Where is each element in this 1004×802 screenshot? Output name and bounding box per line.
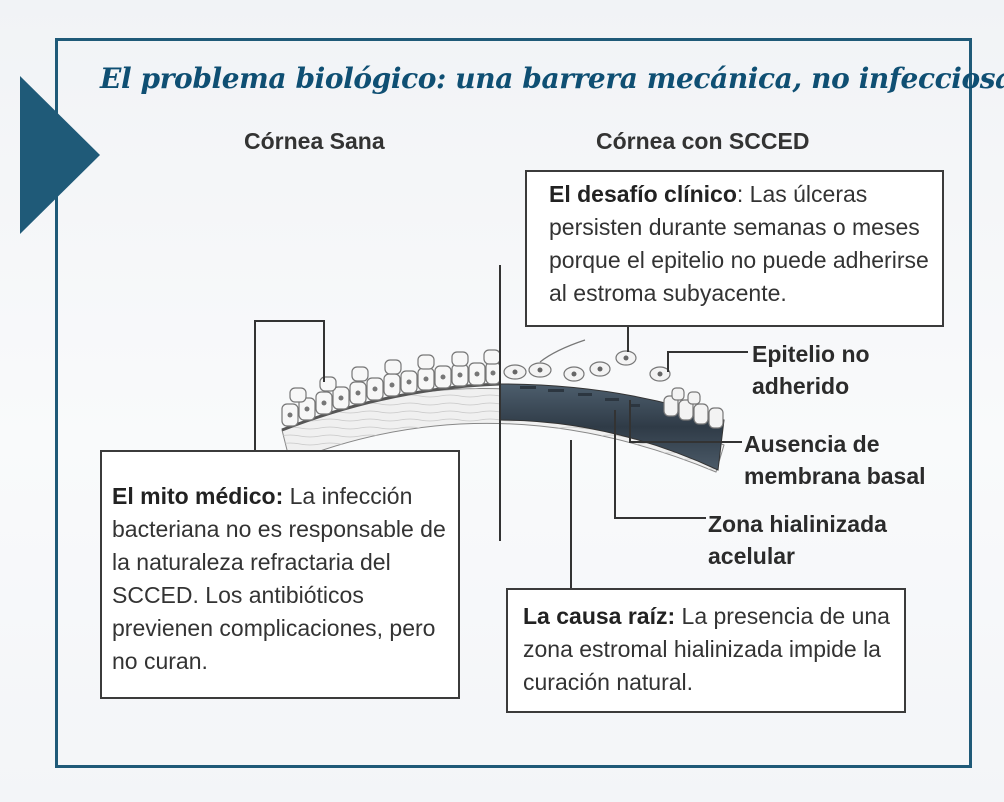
scced-cornea-label: Córnea con SCCED [596, 128, 810, 154]
membrane-fragments [520, 386, 640, 407]
detached-epithelium [503, 339, 724, 429]
callout-line: acelular [708, 543, 795, 569]
panel-frame [55, 38, 972, 768]
medical-myth-heading: El mito médico: [112, 483, 284, 509]
root-cause-text: La presencia de una zona estromal hialin… [523, 603, 890, 695]
healthy-epithelium [281, 349, 501, 427]
page-title: El problema biológico: una barrera mecán… [100, 62, 1004, 95]
callout-line: adherido [752, 373, 850, 399]
callout-line: membrana basal [744, 463, 926, 489]
clinical-challenge-text: Las úlceras persisten durante semanas o … [549, 181, 929, 306]
callout-line: Epitelio no [752, 341, 870, 367]
callout-hyalinized-zone: Zona hialinizada acelular [708, 508, 887, 572]
medical-myth-text: La infección bacteriana no es responsabl… [112, 483, 446, 674]
callout-non-adhered-epithelium: Epitelio no adherido [752, 338, 870, 402]
medical-myth-box: El mito médico: La infección bacteriana … [100, 450, 460, 699]
root-cause-box: La causa raíz: La presencia de una zona … [506, 588, 906, 713]
healthy-cornea-label: Córnea Sana [244, 128, 385, 154]
callout-line: Zona hialinizada [708, 511, 887, 537]
clinical-challenge-heading: El desafío clínico [549, 181, 737, 207]
callout-missing-basement-membrane: Ausencia de membrana basal [744, 428, 926, 492]
arrow-marker [20, 76, 100, 234]
callout-line: Ausencia de [744, 431, 880, 457]
root-cause-heading: La causa raíz: [523, 603, 676, 629]
clinical-challenge-separator: : [736, 181, 750, 207]
clinical-challenge-box: El desafío clínico: Las úlceras persiste… [525, 170, 944, 327]
